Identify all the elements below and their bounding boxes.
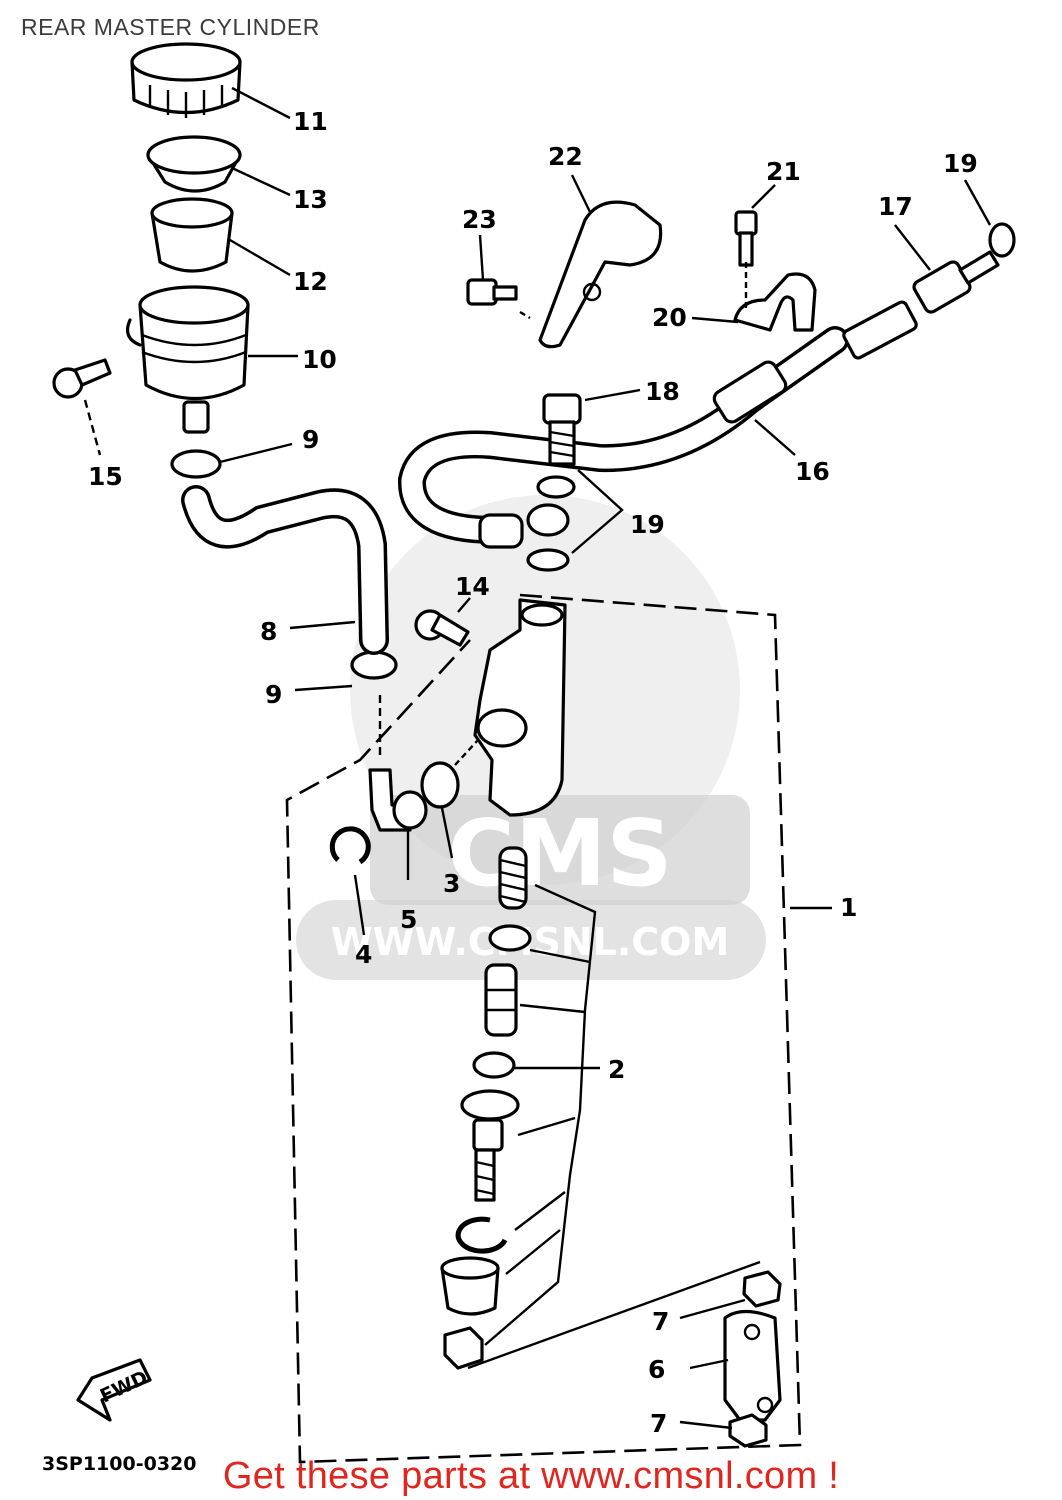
watermark-logo-text: CMS [447, 800, 672, 907]
body-bolt [414, 609, 470, 647]
hose-sleeve [712, 360, 788, 424]
banjo-eye [526, 503, 570, 537]
o-ring [420, 761, 460, 809]
clamp-bolt [734, 210, 758, 267]
washer-19-top [988, 222, 1016, 258]
diaphragm-plate [146, 135, 242, 193]
dust-boot [440, 1256, 500, 1316]
secondary-cup [472, 1051, 516, 1079]
push-rod [460, 1089, 520, 1202]
adjust-nut-upper [742, 1270, 782, 1308]
callout-7-upper: 7 [652, 1307, 669, 1336]
callout-1: 1 [840, 893, 857, 922]
callout-16: 16 [795, 457, 830, 486]
adjust-nut-lower [728, 1413, 768, 1448]
callout-17: 17 [878, 192, 913, 221]
callout-14: 14 [455, 572, 490, 601]
callout-19-mid: 19 [630, 510, 665, 539]
hose-banjo-end [478, 513, 524, 549]
callout-23: 23 [462, 205, 497, 234]
leader-lines [83, 86, 992, 1430]
copper-washer-lower [526, 548, 570, 572]
bracket-bolt [466, 278, 518, 306]
rod-nut [443, 1326, 484, 1370]
hose-clamp-upper [170, 449, 222, 479]
callout-11: 11 [293, 107, 328, 136]
promo-link[interactable]: Get these parts at www.cmsnl.com ! [222, 1455, 840, 1497]
hose-end-fitting [842, 300, 918, 360]
callout-2: 2 [608, 1055, 625, 1084]
callout-21: 21 [766, 157, 801, 186]
kit-bracket-lines [467, 883, 761, 1370]
callout-13: 13 [293, 185, 328, 214]
hose-joint [368, 768, 428, 832]
clevis [723, 1309, 782, 1422]
callout-10: 10 [302, 345, 337, 374]
callout-labels: 11 13 12 10 15 9 8 9 14 4 5 3 18 19 16 1… [88, 107, 978, 1438]
diaphragm [150, 197, 234, 273]
page-title: REAR MASTER CYLINDER [21, 14, 320, 40]
callout-8: 8 [260, 617, 277, 646]
brake-hose-inner [401, 329, 846, 541]
callout-9-upper: 9 [302, 425, 319, 454]
circlip-rod [455, 1216, 508, 1254]
callout-7-lower: 7 [650, 1409, 667, 1438]
hose-clamp-bracket [733, 272, 817, 332]
primary-cup [488, 924, 532, 952]
callout-15: 15 [88, 462, 123, 491]
circlip-4 [329, 826, 371, 865]
callout-6: 6 [648, 1355, 665, 1384]
callout-20: 20 [652, 303, 687, 332]
reservoir-bolt [52, 358, 112, 399]
watermark-logo-plate [370, 795, 750, 905]
drawing-code: 3SP1100-0320 [42, 1453, 196, 1475]
assembly-outline [285, 593, 802, 1464]
spring [498, 846, 528, 910]
hose-clamp-lower [350, 650, 398, 680]
copper-washer-upper [536, 475, 576, 499]
reservoir-tank [126, 285, 250, 434]
callout-5: 5 [400, 905, 417, 934]
reservoir-hose-inner [184, 488, 386, 652]
callout-19-top: 19 [943, 149, 978, 178]
reservoir-cap [130, 42, 242, 118]
master-cylinder-body [473, 598, 567, 817]
hose-bracket [538, 200, 663, 349]
callout-18: 18 [645, 377, 680, 406]
callout-3: 3 [443, 869, 460, 898]
callout-9-lower: 9 [265, 680, 282, 709]
hose-union [912, 250, 1000, 314]
fwd-arrow-icon: FWD [76, 1358, 152, 1422]
piston [484, 963, 518, 1037]
callout-22: 22 [548, 142, 583, 171]
callout-12: 12 [293, 267, 328, 296]
union-bolt [542, 393, 582, 466]
callout-4: 4 [355, 940, 372, 969]
